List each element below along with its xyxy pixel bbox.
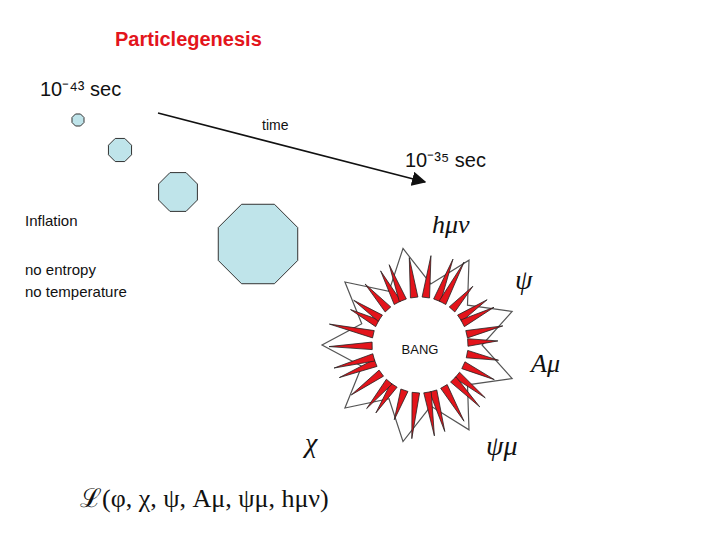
field-symbol: hμν: [432, 210, 470, 240]
red-spike: [334, 354, 375, 368]
title: Particlegenesis: [115, 28, 262, 51]
red-spike: [365, 284, 391, 312]
axis-label: time: [262, 117, 288, 133]
note: no temperature: [25, 283, 127, 300]
field-symbol: ψ: [515, 264, 532, 296]
inflation-octagons: [72, 114, 298, 284]
red-spike: [462, 362, 495, 380]
red-spike: [412, 392, 420, 438]
octagon: [218, 204, 297, 283]
red-spike: [441, 385, 464, 422]
time-label: 10⁻⁴³ sec: [40, 78, 121, 101]
red-spike: [389, 265, 406, 302]
red-spike: [329, 324, 374, 338]
field-symbol: χ: [305, 427, 317, 459]
note: Inflation: [25, 212, 78, 229]
star-outline: [322, 248, 512, 441]
note: no entropy: [25, 261, 96, 278]
field-symbol: Aμ: [531, 349, 560, 379]
time-arrow: [158, 113, 425, 182]
red-spike: [329, 342, 372, 350]
red-spike: [468, 339, 498, 347]
red-spike: [394, 389, 408, 420]
node-text: BANG: [402, 334, 439, 357]
lagrangian: ℒ(φ, χ, ψ, Aμ, ψμ, hμν): [80, 484, 329, 514]
red-spike: [351, 370, 383, 395]
field-symbol: ψμ: [486, 430, 517, 462]
octagon: [159, 173, 198, 212]
red-spike: [354, 300, 383, 321]
red-spike: [466, 326, 503, 338]
time-label: 10⁻³⁵ sec: [405, 149, 486, 172]
octagon: [108, 138, 131, 161]
red-spike: [424, 392, 435, 436]
red-spike: [422, 256, 431, 298]
red-spike: [409, 258, 418, 298]
red-spike: [449, 286, 473, 312]
bang-starburst: BANG: [310, 235, 530, 455]
red-spike: [461, 307, 494, 326]
red-spike: [466, 350, 498, 360]
octagon: [72, 114, 84, 126]
